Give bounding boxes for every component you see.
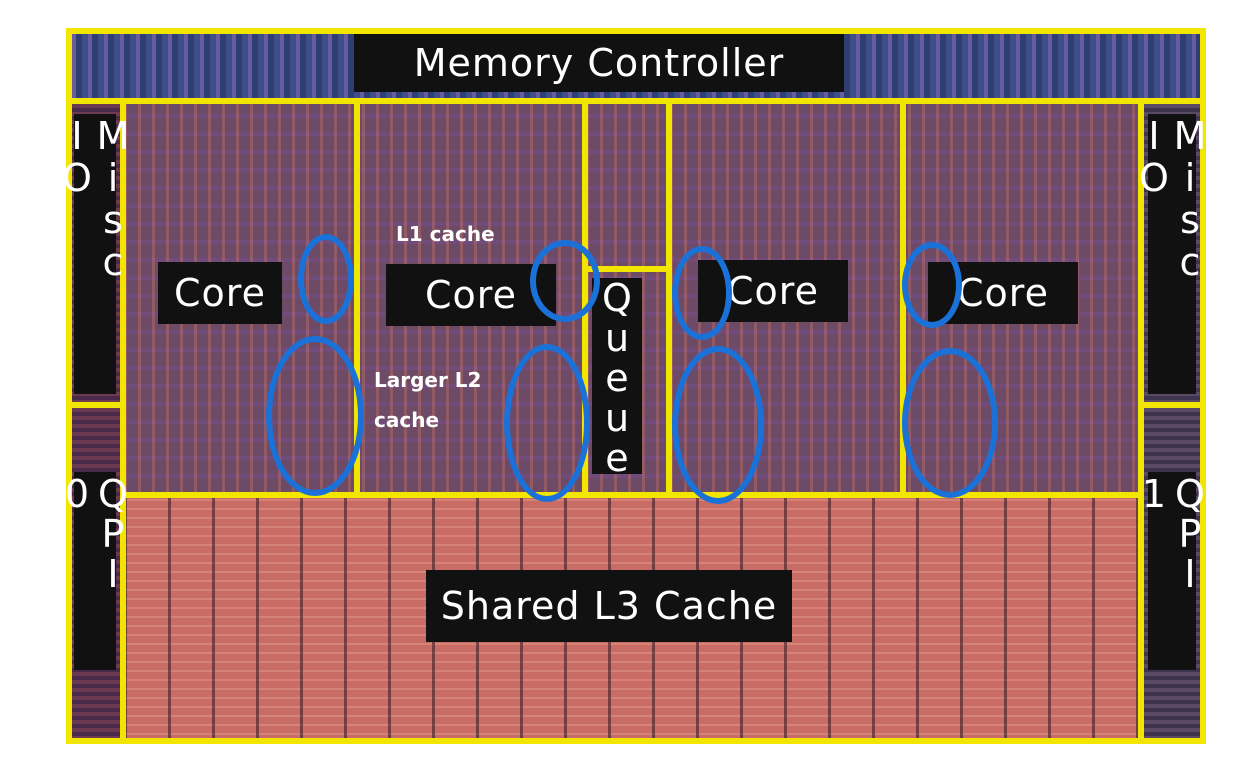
- core-1-label: Core: [158, 262, 282, 324]
- l1-cache-ring-core-4: [902, 242, 962, 328]
- l1-cache-ring-core-1: [298, 234, 354, 324]
- shared-l3-label: Shared L3 Cache: [426, 570, 792, 642]
- queue-label: Queue: [592, 276, 642, 476]
- l2-cache-ring-core-4: [902, 348, 998, 498]
- l2-cache-ring-core-3: [672, 346, 764, 504]
- misc-io-left-label: Misc IO: [66, 114, 135, 394]
- core-2-label: Core: [386, 264, 556, 326]
- l1-cache-ring-core-3: [672, 246, 732, 340]
- l2-cache-ring-core-1: [266, 336, 364, 496]
- l1-cache-note: L1 cache: [396, 222, 495, 246]
- misc-io-right-text: Misc IO: [1132, 114, 1206, 282]
- misc-io-right-label: Misc IO: [1132, 114, 1206, 394]
- memory-controller-frame: [66, 28, 1206, 104]
- l3-cache-frame: [120, 492, 1144, 744]
- memory-controller-label: Memory Controller: [354, 34, 844, 92]
- queue-text: Queue: [595, 276, 639, 476]
- l2-cache-note-line1: Larger L2: [374, 368, 482, 392]
- qpi-left-text: QPI 0: [66, 472, 135, 592]
- l1-cache-ring-core-2: [530, 240, 600, 322]
- misc-io-left-text: Misc IO: [66, 114, 135, 282]
- qpi-right-text: QPI 1: [1132, 472, 1206, 592]
- die-photo: Memory Controller Misc IO QPI 0 Misc IO …: [66, 28, 1206, 744]
- l3-cache-region: [124, 496, 1138, 744]
- l2-cache-ring-core-2: [504, 344, 590, 502]
- qpi-right-label: QPI 1: [1132, 472, 1206, 670]
- l2-cache-note-line2: cache: [374, 408, 440, 432]
- qpi-left-label: QPI 0: [66, 472, 135, 670]
